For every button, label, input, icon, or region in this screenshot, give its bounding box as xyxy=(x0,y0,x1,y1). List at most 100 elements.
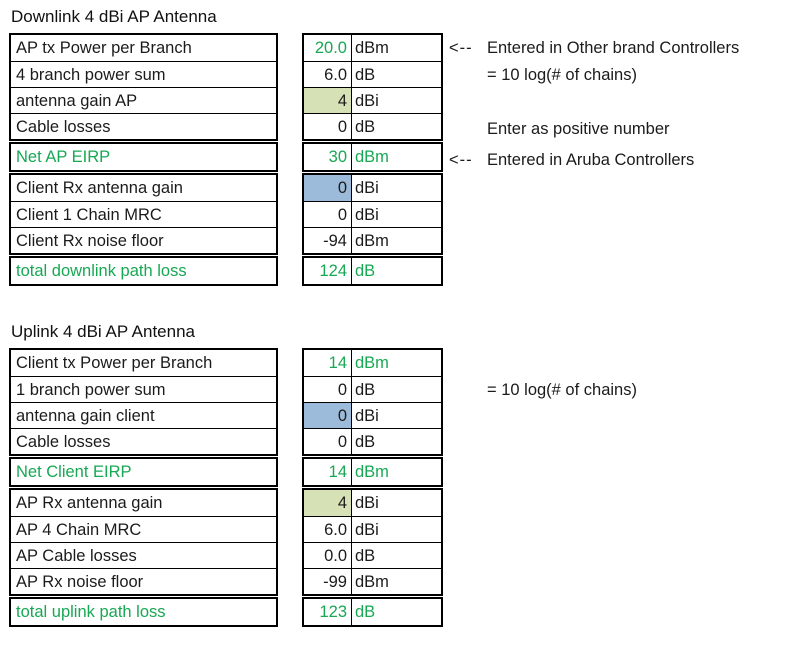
cell-group: 123 dB xyxy=(302,597,443,627)
unit-cell[interactable]: dB xyxy=(355,66,376,84)
label-cell[interactable]: antenna gain client xyxy=(11,402,276,428)
downlink-section-title: Downlink 4 dBi AP Antenna xyxy=(11,7,217,26)
label-cell[interactable]: Net Client EIRP xyxy=(16,463,132,481)
unit-cell[interactable]: dBi xyxy=(355,407,379,425)
annotation-text: Entered in Aruba Controllers xyxy=(487,151,695,169)
uplink-labels-table: Client tx Power per Branch 1 branch powe… xyxy=(9,348,278,627)
cell-group: 14 dBm 0 dB 0 dBi 0 dB xyxy=(302,348,443,456)
label-cell[interactable]: Client tx Power per Branch xyxy=(16,354,213,372)
unit-cell[interactable]: dB xyxy=(355,547,376,565)
value-cell[interactable]: 123 xyxy=(304,599,352,625)
unit-cell[interactable]: dBm xyxy=(355,354,389,372)
cell-group: AP tx Power per Branch 4 branch power su… xyxy=(9,33,278,141)
uplink-values-table: 14 dBm 0 dB 0 dBi 0 dB 14 dBm xyxy=(302,348,443,627)
table-row: 6.0 dB xyxy=(304,61,441,87)
cell-group: total uplink path loss xyxy=(9,597,278,627)
unit-cell[interactable]: dBi xyxy=(355,206,379,224)
cell-group: 30 dBm xyxy=(302,142,443,172)
label-cell[interactable]: total downlink path loss xyxy=(16,262,187,280)
label-cell[interactable]: 4 branch power sum xyxy=(11,61,276,87)
cell-group: 14 dBm xyxy=(302,457,443,487)
cell-group: Net Client EIRP xyxy=(9,457,278,487)
value-cell[interactable]: -94 xyxy=(304,228,352,253)
value-cell[interactable]: 0.0 xyxy=(304,543,352,568)
unit-cell[interactable]: dBi xyxy=(355,494,379,512)
label-cell[interactable]: Client Rx antenna gain xyxy=(16,179,183,197)
cell-group: Client tx Power per Branch 1 branch powe… xyxy=(9,348,278,456)
value-cell-input-green[interactable]: 4 xyxy=(304,88,352,113)
table-row: 4 dBi xyxy=(304,490,441,516)
table-row: 14 dBm xyxy=(304,459,441,485)
annotation-spacer xyxy=(449,116,487,142)
value-cell[interactable]: 14 xyxy=(304,350,352,376)
unit-cell[interactable]: dBi xyxy=(355,92,379,110)
cell-group: total downlink path loss xyxy=(9,256,278,286)
label-cell[interactable]: AP 4 Chain MRC xyxy=(11,516,276,542)
downlink-labels-table: AP tx Power per Branch 4 branch power su… xyxy=(9,33,278,286)
value-cell[interactable]: 6.0 xyxy=(304,517,352,542)
label-cell[interactable]: total uplink path loss xyxy=(16,603,166,621)
label-cell[interactable]: AP Rx noise floor xyxy=(11,568,276,594)
table-row: 0 dB xyxy=(304,376,441,402)
value-cell[interactable]: 0 xyxy=(304,114,352,139)
label-cell[interactable]: Cable losses xyxy=(11,113,276,139)
cell-group: 4 dBi 6.0 dBi 0.0 dB -99 dBm xyxy=(302,488,443,596)
annotation-text: = 10 log(# of chains) xyxy=(487,381,637,399)
label-cell[interactable]: 1 branch power sum xyxy=(11,376,276,402)
table-row: -99 dBm xyxy=(304,568,441,594)
table-row: 4 dBi xyxy=(304,87,441,113)
unit-cell[interactable]: dBi xyxy=(355,179,379,197)
unit-cell[interactable]: dBm xyxy=(355,573,389,591)
unit-cell[interactable]: dBm xyxy=(355,148,389,166)
label-cell[interactable]: Net AP EIRP xyxy=(16,148,111,166)
value-cell[interactable]: 0 xyxy=(304,377,352,402)
annotation-spacer xyxy=(449,62,487,88)
value-cell[interactable]: 20.0 xyxy=(304,35,352,61)
value-cell-input-blue[interactable]: 0 xyxy=(304,403,352,428)
value-cell[interactable]: 0 xyxy=(304,429,352,454)
cell-group: Client Rx antenna gain Client 1 Chain MR… xyxy=(9,173,278,255)
table-row: 123 dB xyxy=(304,599,441,625)
value-cell[interactable]: 6.0 xyxy=(304,62,352,87)
unit-cell[interactable]: dB xyxy=(355,433,376,451)
uplink-section-title: Uplink 4 dBi AP Antenna xyxy=(11,322,195,341)
unit-cell[interactable]: dBm xyxy=(355,39,389,57)
label-cell[interactable]: AP tx Power per Branch xyxy=(16,39,192,57)
annotation-spacer xyxy=(449,377,487,403)
cell-group: 20.0 dBm 6.0 dB 4 dBi 0 dB xyxy=(302,33,443,141)
label-cell[interactable]: AP Rx antenna gain xyxy=(16,494,163,512)
annotation-text: = 10 log(# of chains) xyxy=(487,66,637,84)
table-row: 14 dBm xyxy=(304,350,441,376)
value-cell[interactable]: 30 xyxy=(304,144,352,170)
annotation-text: Entered in Other brand Controllers xyxy=(487,39,740,57)
label-cell[interactable]: AP Cable losses xyxy=(11,542,276,568)
cell-group: Net AP EIRP xyxy=(9,142,278,172)
cell-group: 0 dBi 0 dBi -94 dBm xyxy=(302,173,443,255)
unit-cell[interactable]: dBi xyxy=(355,521,379,539)
table-row: 6.0 dBi xyxy=(304,516,441,542)
unit-cell[interactable]: dB xyxy=(355,262,376,280)
value-cell-input-blue[interactable]: 0 xyxy=(304,175,352,201)
table-row: 0 dBi xyxy=(304,201,441,227)
label-cell[interactable]: Cable losses xyxy=(11,428,276,454)
value-cell-input-green[interactable]: 4 xyxy=(304,490,352,516)
value-cell[interactable]: -99 xyxy=(304,569,352,594)
value-cell[interactable]: 0 xyxy=(304,202,352,227)
table-row: 0 dB xyxy=(304,428,441,454)
value-cell[interactable]: 124 xyxy=(304,258,352,284)
table-row: 124 dB xyxy=(304,258,441,284)
cell-group: 124 dB xyxy=(302,256,443,286)
value-cell[interactable]: 14 xyxy=(304,459,352,485)
unit-cell[interactable]: dB xyxy=(355,603,376,621)
label-cell[interactable]: antenna gain AP xyxy=(11,87,276,113)
unit-cell[interactable]: dBm xyxy=(355,463,389,481)
annotation-text: Enter as positive number xyxy=(487,120,670,138)
table-row: 30 dBm xyxy=(304,144,441,170)
label-cell[interactable]: Client 1 Chain MRC xyxy=(11,201,276,227)
unit-cell[interactable]: dB xyxy=(355,381,376,399)
unit-cell[interactable]: dBm xyxy=(355,232,389,250)
label-cell[interactable]: Client Rx noise floor xyxy=(11,227,276,253)
unit-cell[interactable]: dB xyxy=(355,118,376,136)
table-row: 0 dBi xyxy=(304,402,441,428)
